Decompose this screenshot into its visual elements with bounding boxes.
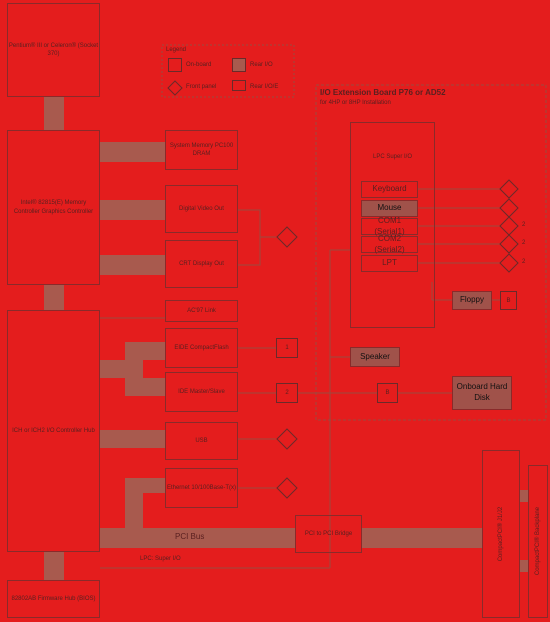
- port-keyboard-label: Keyboard: [372, 184, 407, 194]
- legend-rear-io: Rear I/O: [250, 62, 273, 68]
- ethernet-label: Ethernet 10/100Base-T(x): [166, 484, 237, 491]
- firmware-label: 82802AB Firmware Hub (BIOS): [11, 595, 96, 602]
- southbridge-label: ICH or ICH2 I/O Controller Hub: [12, 427, 95, 434]
- ethernet-block: Ethernet 10/100Base-T(x): [165, 468, 238, 508]
- memory-label: System Memory PC100 DRAM: [169, 142, 234, 157]
- ide-b-label: B: [385, 390, 390, 396]
- port-com2-label: COM2 (Serial2): [374, 233, 405, 254]
- floppy-block: Floppy: [452, 291, 492, 310]
- floppy-marker-label: B: [506, 297, 511, 304]
- lpt-marker: 2: [522, 259, 526, 265]
- com1-marker: 2: [522, 222, 526, 228]
- pci-slot-label: CompactPCI® J1/J2: [497, 506, 504, 562]
- cpu-label: Pentium® III or Celeron® (Socket 370): [8, 42, 99, 57]
- legend-front-panel: Front panel: [186, 84, 217, 90]
- port-lpt: LPT: [361, 255, 418, 272]
- pci-slot-block: CompactPCI® J1/J2: [482, 450, 520, 618]
- front-panel-diamond-usb: [276, 428, 298, 450]
- superio-label: LPC Super I/O: [372, 154, 413, 160]
- port-mouse: Mouse: [361, 200, 418, 217]
- speaker-block: Speaker: [350, 347, 400, 367]
- front-panel-diamond-video: [276, 226, 298, 248]
- legend-rear-ioe: Rear I/O/E: [250, 84, 279, 90]
- cpu-block: Pentium® III or Celeron® (Socket 370): [7, 3, 100, 97]
- pci-bridge-block: PCI to PCI Bridge: [295, 515, 362, 553]
- ide-marker-label: 2: [285, 390, 289, 396]
- floppy-marker: B: [500, 291, 517, 310]
- legend-rear-ioe-icon: [232, 80, 246, 91]
- io-board-title: I/O Extension Board P76 or AD52: [320, 88, 446, 97]
- legend-rear-io-icon: [232, 58, 246, 72]
- speaker-label: Speaker: [360, 351, 390, 361]
- usb-label: USB: [195, 437, 208, 444]
- front-panel-diamond-eth: [276, 477, 298, 499]
- ide2-block: IDE Master/Slave: [165, 372, 238, 412]
- ac97-label: AC'97 Link: [187, 307, 216, 314]
- memory-block: System Memory PC100 DRAM: [165, 130, 238, 170]
- digital-video-label: Digital Video Out: [179, 205, 224, 212]
- floppy-label: Floppy: [459, 295, 484, 305]
- io-board-subtitle: for 4HP or 8HP Installation: [320, 100, 391, 106]
- hard-disk-label: Onboard Hard Disk: [456, 382, 508, 402]
- port-com2: COM2 (Serial2): [361, 233, 418, 254]
- southbridge-block: ICH or ICH2 I/O Controller Hub: [7, 310, 100, 552]
- eide-marker-label: 1: [285, 345, 289, 351]
- backplane-block: CompactPCI® Backplane: [528, 465, 548, 618]
- eide-label: EIDE CompactFlash: [174, 344, 229, 351]
- northbridge-label: Intel® 82815(E) Memory Controller Graphi…: [13, 200, 94, 215]
- firmware-block: 82802AB Firmware Hub (BIOS): [7, 580, 100, 618]
- com2-marker: 2: [522, 240, 526, 246]
- legend-onboard-icon: [168, 58, 182, 72]
- pci-bus-label: PCI Bus: [175, 532, 205, 541]
- pci-bridge-label: PCI to PCI Bridge: [304, 530, 353, 537]
- port-keyboard: Keyboard: [361, 181, 418, 198]
- hard-disk-block: Onboard Hard Disk: [452, 376, 512, 410]
- crt-block: CRT Display Out: [165, 240, 238, 288]
- superio-block: LPC Super I/O: [350, 122, 435, 328]
- eide-block: EIDE CompactFlash: [165, 328, 238, 368]
- digital-video-block: Digital Video Out: [165, 185, 238, 233]
- ide-b-marker: B: [377, 383, 398, 403]
- legend-onboard: On-board: [186, 62, 212, 68]
- lpc-bus-label: LPC: Super I/O: [140, 556, 181, 562]
- port-lpt-label: LPT: [382, 258, 397, 268]
- legend-title: Legend: [166, 47, 187, 53]
- eide-marker: 1: [276, 338, 298, 358]
- port-mouse-label: Mouse: [377, 203, 402, 213]
- backplane-label: CompactPCI® Backplane: [534, 507, 541, 576]
- ide2-label: IDE Master/Slave: [178, 388, 225, 395]
- ac97-block: AC'97 Link: [165, 300, 238, 322]
- port-com1-label: COM1 (Serial1): [374, 215, 405, 236]
- crt-label: CRT Display Out: [179, 260, 224, 267]
- northbridge-block: Intel® 82815(E) Memory Controller Graphi…: [7, 130, 100, 285]
- ide-marker: 2: [276, 383, 298, 403]
- port-com1: COM1 (Serial1): [361, 215, 418, 236]
- usb-block: USB: [165, 422, 238, 460]
